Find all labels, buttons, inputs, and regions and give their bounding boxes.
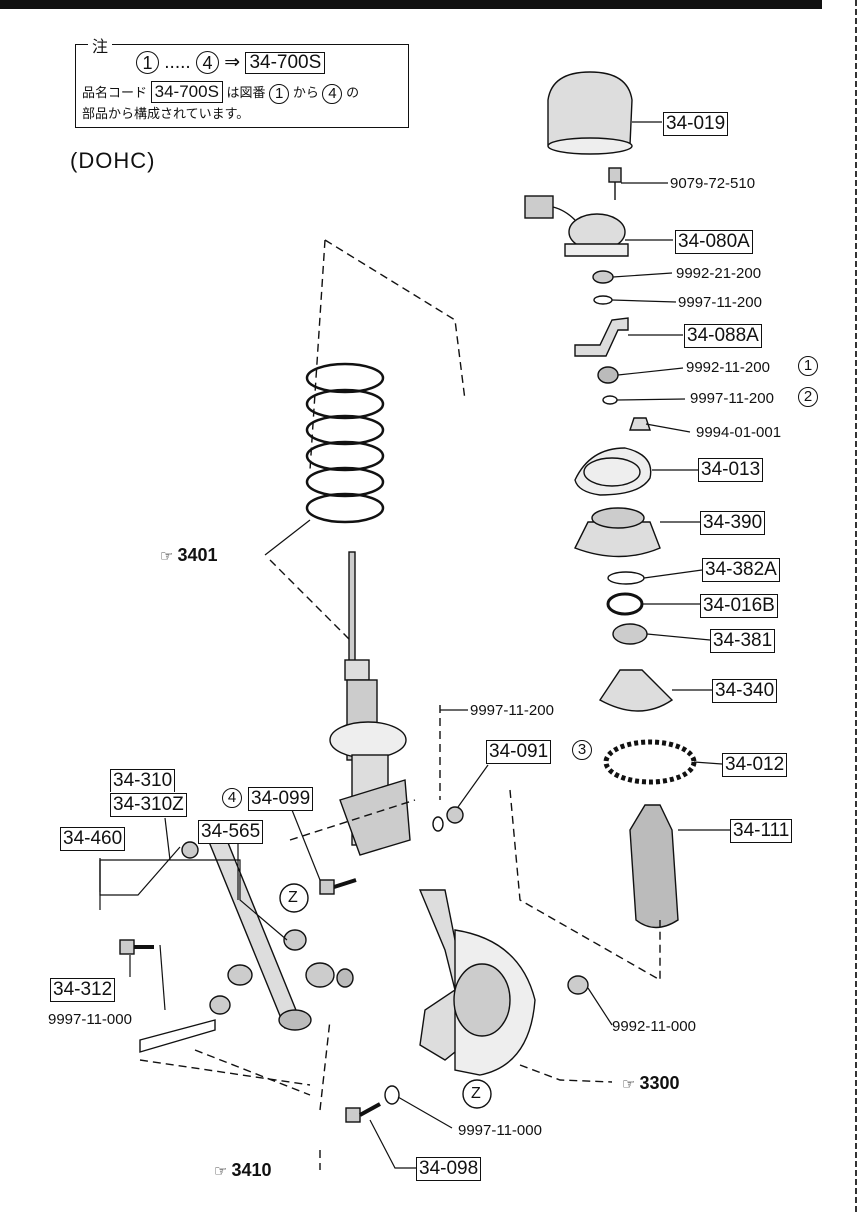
note-line-1: 1 ..... 4 ⇒ 34-700S [136, 51, 326, 75]
leader-lines [99, 121, 730, 1169]
part-34-565: 34-565 [198, 820, 264, 844]
knuckle-drawing [418, 889, 536, 1076]
nut-drawing [629, 417, 651, 431]
part-34-312: 34-312 [50, 978, 116, 1002]
ref-3410-number: 3410 [231, 1160, 272, 1180]
note-line2-prefix: 品名コード [82, 85, 148, 100]
pointing-hand-icon: ☞ [214, 1163, 228, 1180]
part-34-390: 34-390 [700, 511, 766, 535]
part-34-111: 34-111 [730, 819, 793, 843]
part-34-088A: 34-088A [684, 324, 762, 348]
part-34-098: 34-098 [416, 1157, 482, 1181]
ref-3401: ☞3401 [160, 545, 218, 567]
part-9994-01-001: 9994-01-001 [696, 424, 782, 441]
top-border-bar [0, 0, 822, 9]
seat-drawing [612, 623, 648, 645]
spring-seat-drawing [603, 739, 697, 785]
part-34-310Z: 34-310Z [110, 793, 187, 817]
z-marker-label: Z [471, 1085, 481, 1102]
washer-drawing [432, 816, 444, 832]
coil-spring-drawing [305, 362, 385, 524]
note-dots: ..... [164, 52, 191, 73]
pointing-hand-icon: ☞ [622, 1076, 636, 1093]
part-9992-11-000: 9992-11-000 [612, 1018, 696, 1035]
circle-number-1: 1 [798, 356, 818, 376]
bolt-drawing [119, 939, 154, 955]
circle-number-1: 1 [136, 51, 159, 75]
assembly-code: 34-700S [245, 52, 326, 74]
dust-cap-drawing [547, 71, 633, 155]
part-34-012: 34-012 [722, 753, 788, 777]
ref-3300: ☞3300 [622, 1073, 680, 1095]
part-9997-11-200-b: 9997-11-200 [690, 390, 774, 407]
part-34-381: 34-381 [710, 629, 776, 653]
boot-drawing [629, 804, 679, 929]
part-34-382A: 34-382A [702, 558, 780, 582]
part-34-019: 34-019 [663, 112, 729, 136]
page-edge-line [855, 0, 857, 1214]
z-marker-label: Z [288, 889, 298, 906]
mount-drawing [574, 507, 661, 558]
washer-drawing [384, 1085, 400, 1105]
strut-drawing [329, 551, 411, 856]
actuator-drawing [524, 195, 629, 257]
note-title: 注 [88, 33, 113, 57]
note-arrow: ⇒ [224, 52, 241, 73]
nut-drawing [592, 270, 614, 284]
part-9997-11-200-c: 9997-11-200 [470, 702, 554, 719]
part-9079-72-510: 9079-72-510 [670, 175, 756, 192]
part-34-310: 34-310 [110, 769, 176, 792]
washer-drawing [607, 571, 645, 585]
z-marker-circle [462, 1079, 492, 1109]
part-34-091: 34-091 [486, 740, 552, 764]
part-34-080A: 34-080A [675, 230, 753, 254]
note-line-3: 部品から構成されています。 [82, 106, 250, 121]
note-line2-suffix: の [346, 85, 360, 100]
bump-stop-drawing [598, 669, 674, 712]
ref-3401-number: 3401 [177, 545, 218, 565]
bearing-drawing [606, 592, 644, 616]
pointing-hand-icon: ☞ [160, 548, 174, 565]
bolt-drawing [608, 167, 622, 200]
part-34-016B: 34-016B [700, 594, 778, 618]
part-9992-11-200: 9992-11-200 [686, 359, 770, 376]
part-9992-21-200: 9992-21-200 [676, 265, 762, 282]
washer-drawing [593, 295, 613, 305]
note-line-2: 品名コード 34-700S は図番 1 から 4 の [82, 81, 359, 104]
circle-number-4: 4 [222, 788, 242, 808]
part-34-013: 34-013 [698, 458, 764, 482]
nut-drawing [567, 975, 589, 995]
circle-number-2: 2 [798, 387, 818, 407]
nut-drawing [446, 806, 464, 824]
note-line2-mid: は図番 [226, 85, 266, 100]
part-34-099: 34-099 [248, 787, 314, 811]
circle-number-3: 3 [572, 740, 592, 760]
bolt-drawing [345, 1102, 381, 1123]
note-box: 注 1 ..... 4 ⇒ 34-700S 品名コード 34-700S は図番 … [75, 33, 409, 128]
part-9997-11-000-a: 9997-11-000 [48, 1011, 132, 1028]
ref-3300-number: 3300 [639, 1073, 680, 1093]
note-line2-from: から [292, 85, 319, 100]
part-9997-11-000-b: 9997-11-000 [458, 1122, 542, 1139]
part-34-460: 34-460 [60, 827, 126, 851]
variant-label: (DOHC) [70, 148, 156, 173]
z-marker-circle [279, 883, 309, 913]
ref-3410: ☞3410 [214, 1160, 272, 1182]
circle-number-4: 4 [195, 51, 219, 75]
note-line2-circle-1: 1 [269, 83, 290, 104]
bracket-drawing [574, 317, 629, 357]
part-34-340: 34-340 [712, 679, 778, 703]
nut-drawing [597, 366, 619, 384]
note-line2-code: 34-700S [150, 81, 223, 103]
washer-drawing [602, 395, 618, 405]
bolt-drawing [319, 878, 357, 895]
assembly-dashed-lines [139, 239, 661, 1170]
part-9997-11-200-a: 9997-11-200 [678, 294, 762, 311]
note-line2-circle-4: 4 [322, 83, 343, 104]
